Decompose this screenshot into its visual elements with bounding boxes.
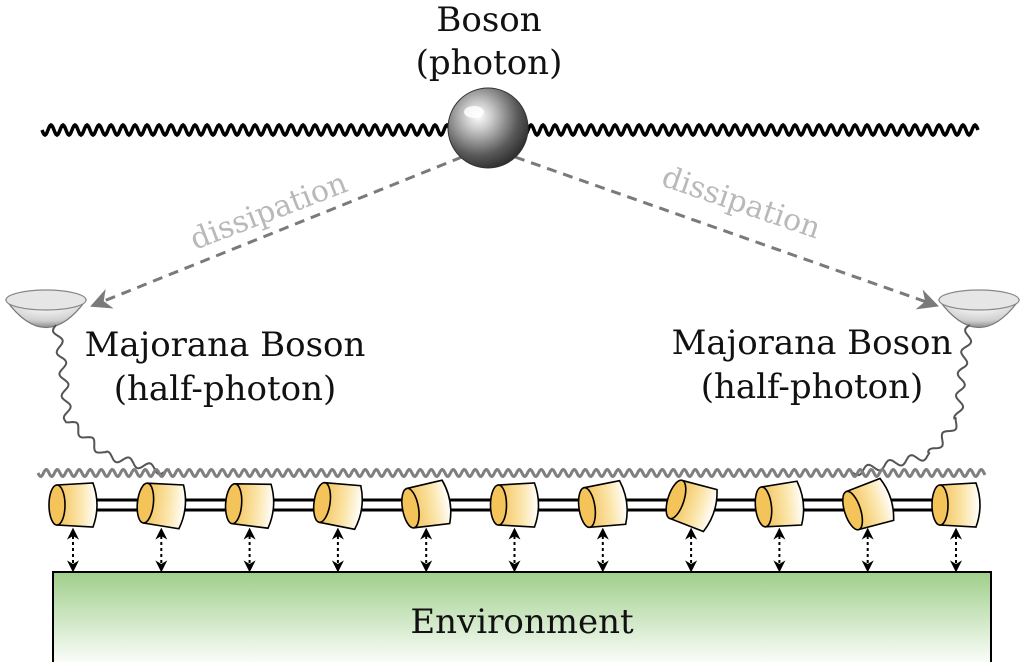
environment-box (52, 571, 992, 662)
sphere-icon (447, 87, 529, 169)
dissipation-arrow-left (90, 155, 463, 309)
majorana-left-subtitle: (half-photon) (114, 369, 337, 409)
dissipation-label-right: dissipation (657, 159, 825, 246)
chain-cylinder (577, 479, 628, 529)
boson-title: Boson (436, 0, 541, 40)
environment-label: Environment (410, 602, 634, 642)
chain-cylinder (665, 479, 718, 533)
chain-cylinder (754, 480, 805, 528)
chain-cylinder (224, 482, 275, 530)
chain-cylinder (489, 482, 540, 528)
chain-cylinder (401, 479, 452, 529)
majorana-left-wave (51, 324, 171, 476)
majorana-right-subtitle: (half-photon) (701, 367, 924, 407)
dissipation-arrow-right (514, 155, 939, 310)
chain-cylinder (312, 481, 364, 531)
chain-cylinder (931, 482, 981, 528)
sphere-highlight (464, 106, 484, 118)
majorana-right-title: Majorana Boson (672, 323, 953, 363)
bowl-icon (937, 289, 1021, 328)
chain-wave (36, 467, 987, 479)
majorana-left-title: Majorana Boson (85, 325, 366, 365)
majorana-right-wave (849, 324, 973, 477)
chain-cylinder (48, 482, 98, 528)
chain-cylinder (841, 477, 895, 531)
chain-cylinder (136, 482, 187, 530)
coupling-arrows (67, 527, 962, 573)
bowl-icon (4, 289, 88, 328)
boson-subtitle: (photon) (416, 43, 563, 83)
chain-cylinders (48, 477, 981, 533)
